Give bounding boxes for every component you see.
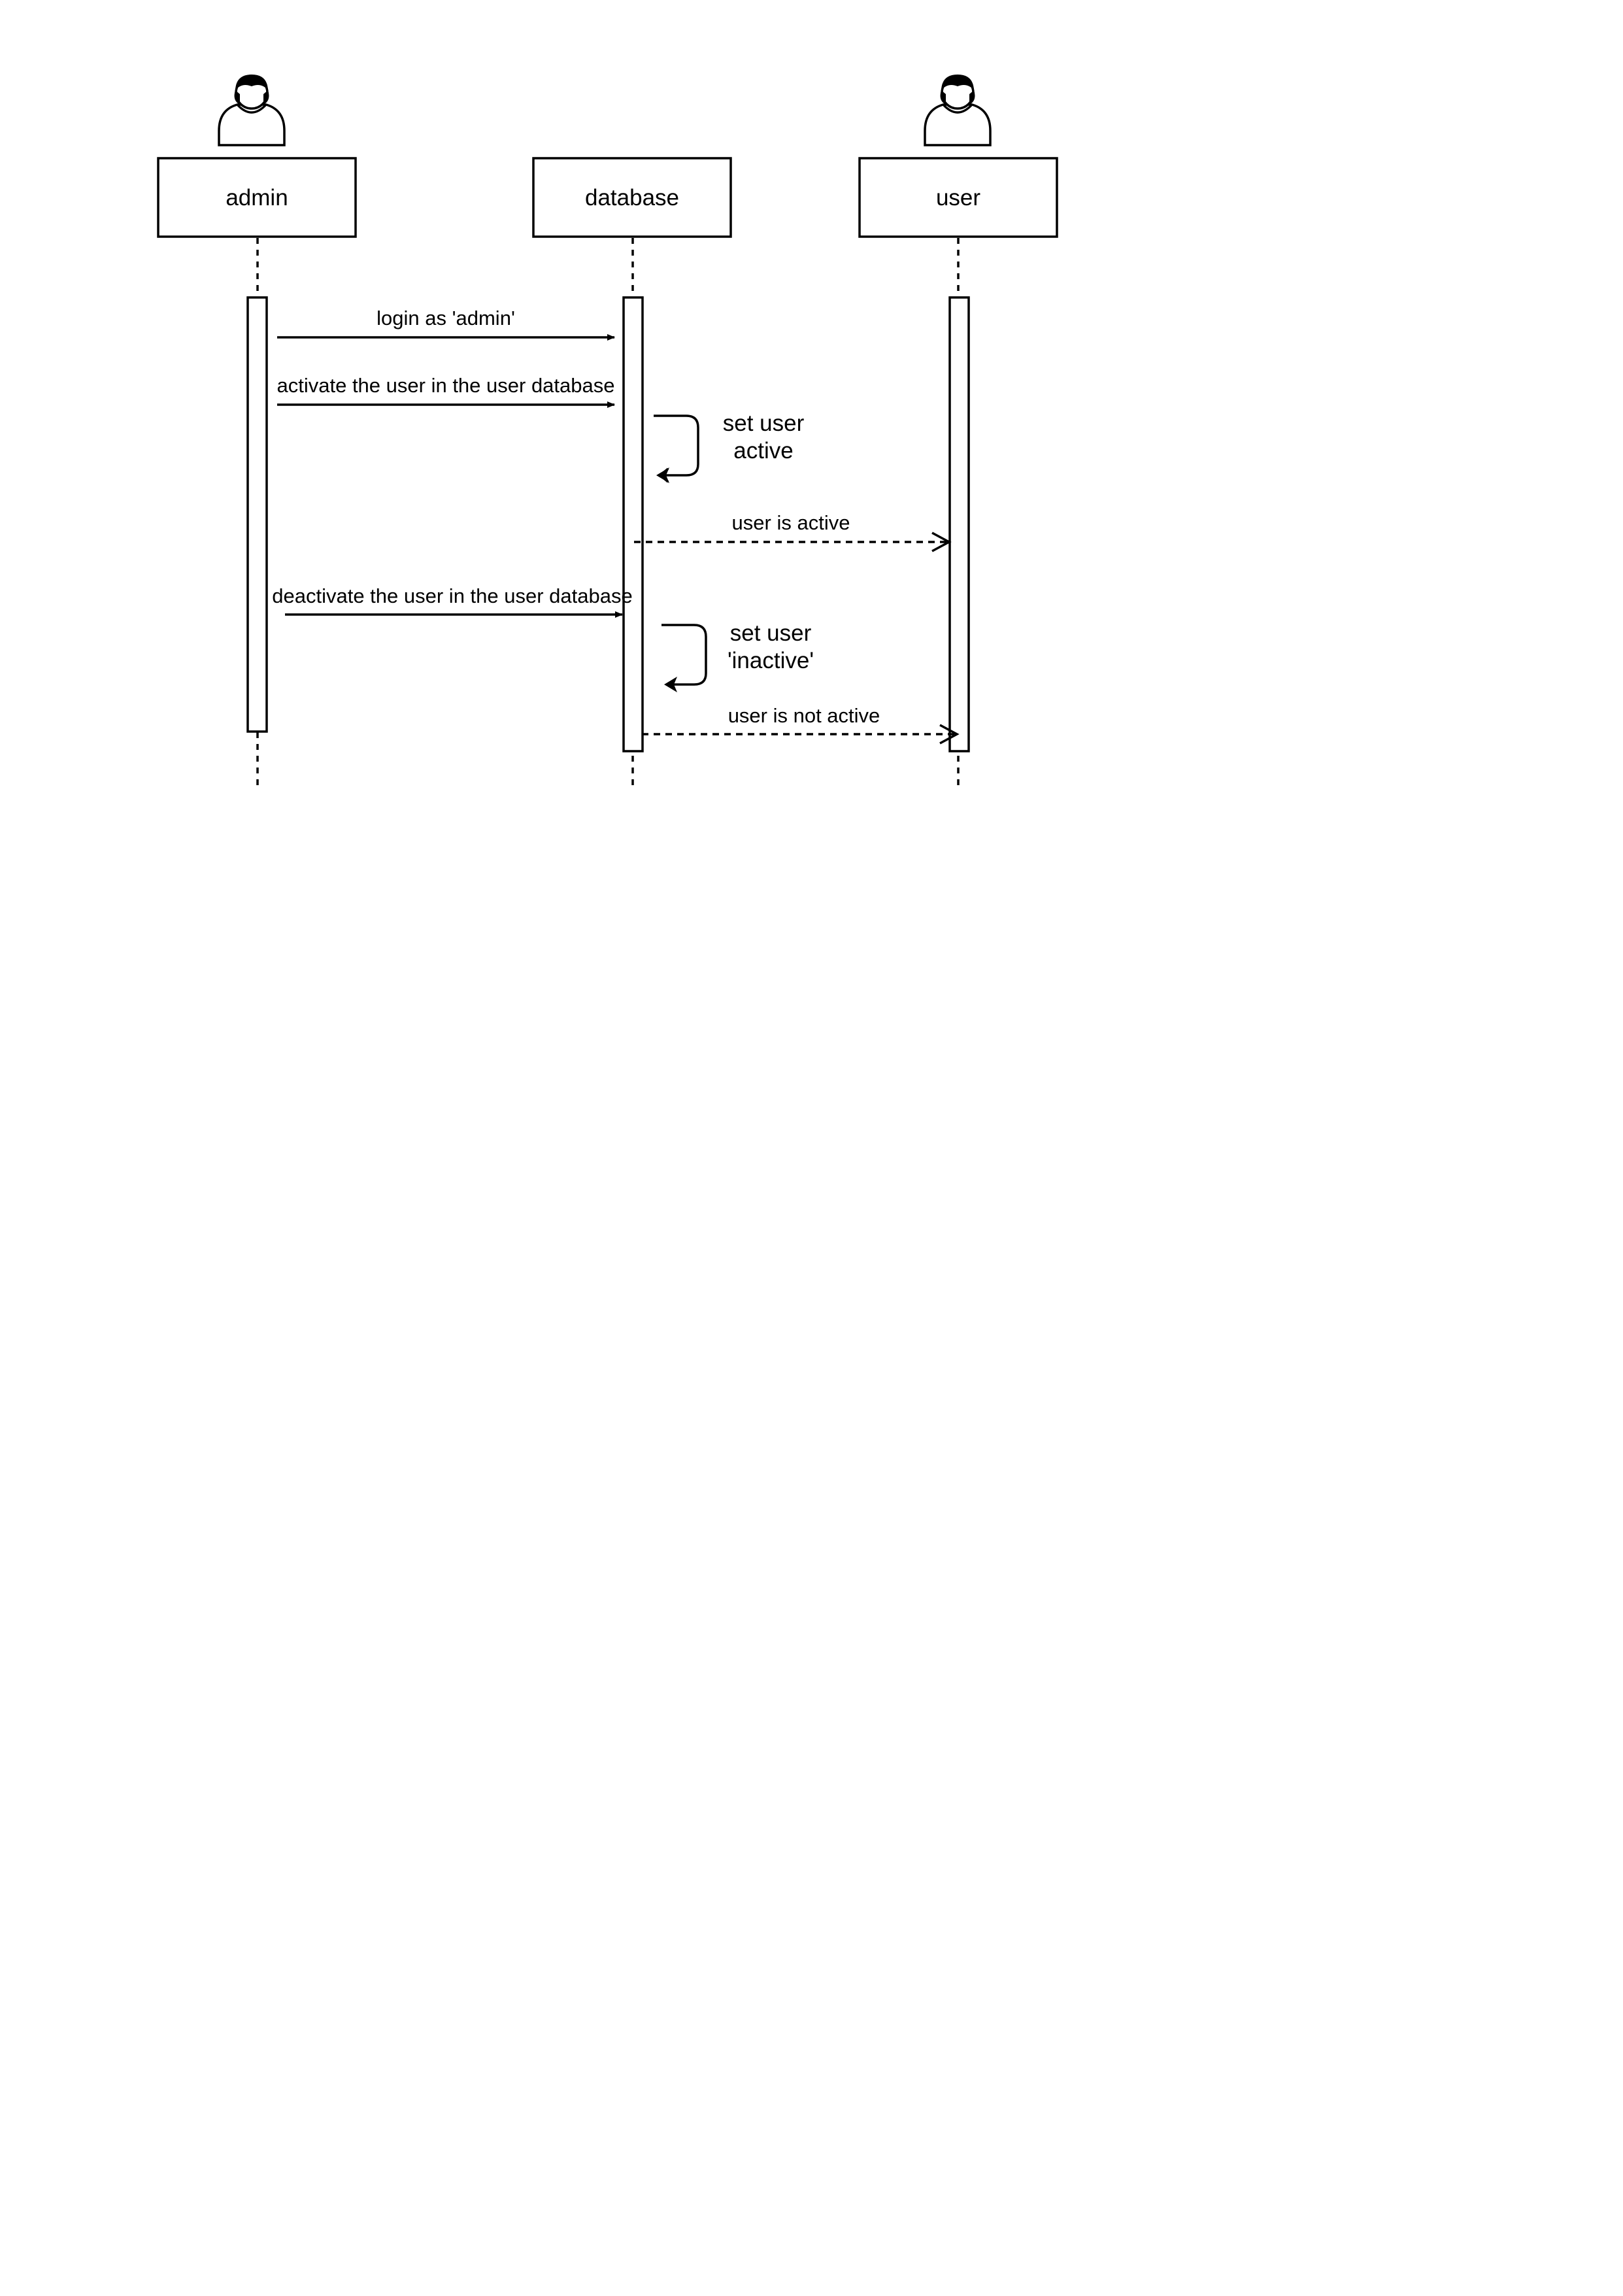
message-label: user is not active [728, 704, 880, 727]
self-message-label: set user [723, 411, 805, 436]
participant-label-admin: admin [226, 185, 288, 211]
participant-label-database: database [585, 185, 679, 211]
message-label: activate the user in the user database [277, 374, 615, 397]
self-message-label: set user [730, 620, 812, 646]
open-arrowhead [939, 724, 960, 745]
self-message-label: active [733, 438, 793, 464]
self-message-arrowhead-fill [656, 467, 669, 483]
message-label: deactivate the user in the user database [272, 584, 632, 607]
activation-bar-user [948, 296, 970, 752]
participant-box-database [532, 157, 732, 238]
participant-box-user [858, 157, 1058, 238]
message-label: login as 'admin' [376, 307, 515, 329]
self-message-arrowhead-fill [664, 677, 677, 692]
self-message-arrow [661, 624, 707, 686]
activation-bar-database [622, 296, 644, 752]
person-icon [924, 75, 992, 146]
self-message-label: 'inactive' [728, 648, 814, 673]
person-icon [218, 75, 286, 146]
open-arrowhead [931, 532, 952, 552]
participant-label-user: user [936, 185, 980, 211]
participant-box-admin [157, 157, 357, 238]
self-message-arrow [654, 414, 699, 477]
message-label: user is active [732, 511, 850, 534]
activation-bar-admin [246, 296, 268, 733]
